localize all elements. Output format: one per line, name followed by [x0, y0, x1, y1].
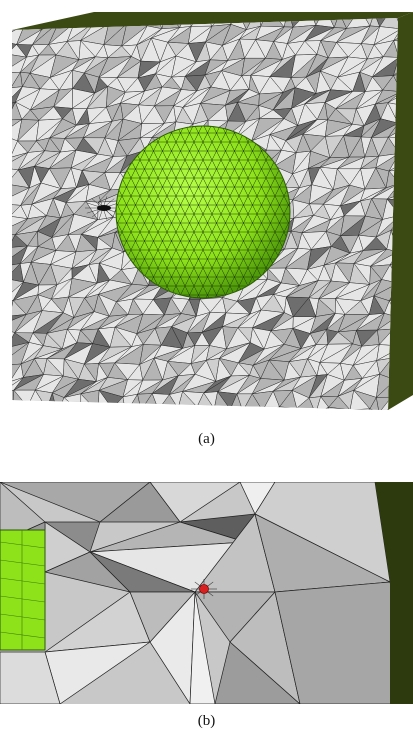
- mesh-cube-illustration: [12, 12, 413, 410]
- cube-side-face: [388, 12, 413, 410]
- inclusion-block: [0, 529, 46, 651]
- zoomed-mesh-illustration: [0, 482, 413, 704]
- zoomed-mesh: [0, 482, 413, 704]
- subfigure-b: [0, 482, 413, 704]
- red-point-marker: [199, 584, 209, 594]
- caption-a: (a): [198, 431, 215, 447]
- side-panel: [375, 482, 413, 704]
- subfigure-a: [12, 12, 413, 410]
- caption-b: (b): [197, 713, 216, 729]
- cube-top-face: [12, 12, 413, 30]
